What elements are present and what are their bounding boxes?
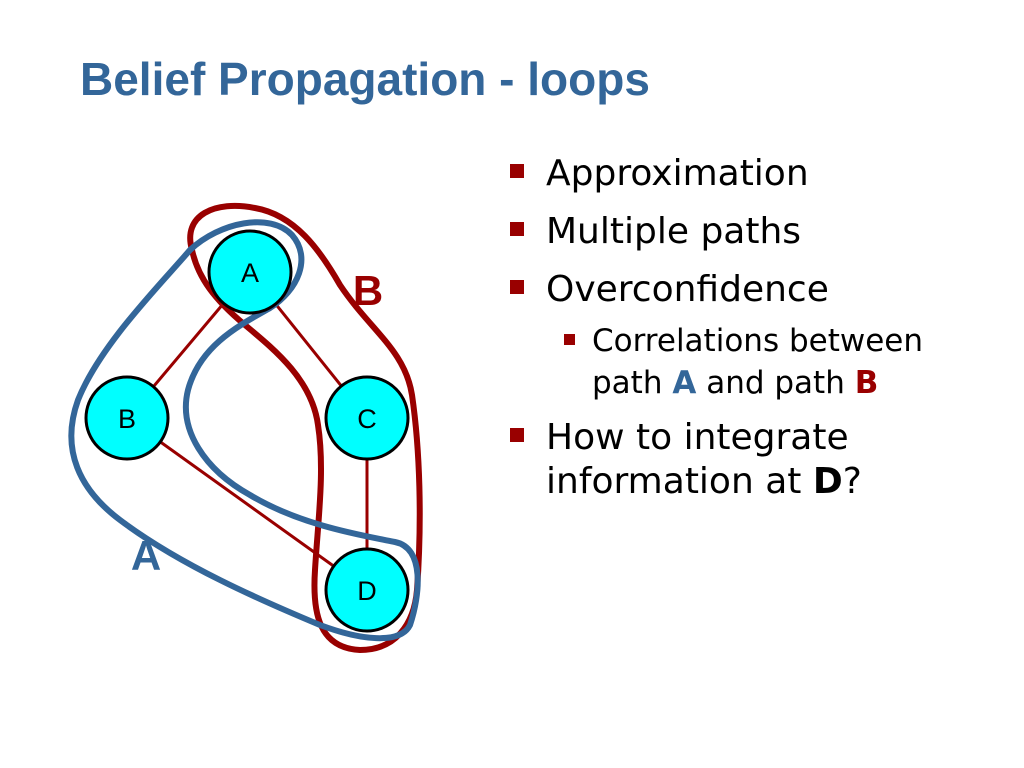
node-c: C [324,375,410,461]
bullet-approximation: Approximation [510,152,1010,196]
node-a-label: A [241,258,259,288]
slide-title: Belief Propagation - loops [80,53,650,105]
bullet-integrate: How to integrate information at D? [510,416,1010,504]
node-d: D [324,547,410,633]
node-d-ref: D [812,461,843,502]
path-b-ref: B [854,365,879,401]
node-a: A [207,229,293,315]
bullet-list: Approximation Multiple paths Overconfide… [510,152,1010,518]
node-b: B [84,375,170,461]
node-b-label: B [118,404,136,434]
bullet-marker [510,280,524,294]
bullet-marker [510,164,524,178]
path-a-label: A [131,532,161,579]
node-d-label: D [357,576,377,606]
sub-bullet-correlations: Correlations between path A and path B [510,320,1010,404]
bullet-marker [510,428,524,442]
path-b-label: B [353,267,383,314]
sub-bullet-marker [564,334,575,345]
node-c-label: C [357,404,377,434]
edge-b-d [126,416,368,592]
bullet-overconfidence: Overconfidence [510,268,1010,312]
bullet-marker [510,222,524,236]
path-a-ref: A [672,365,697,401]
bullet-multiple-paths: Multiple paths [510,210,1010,254]
